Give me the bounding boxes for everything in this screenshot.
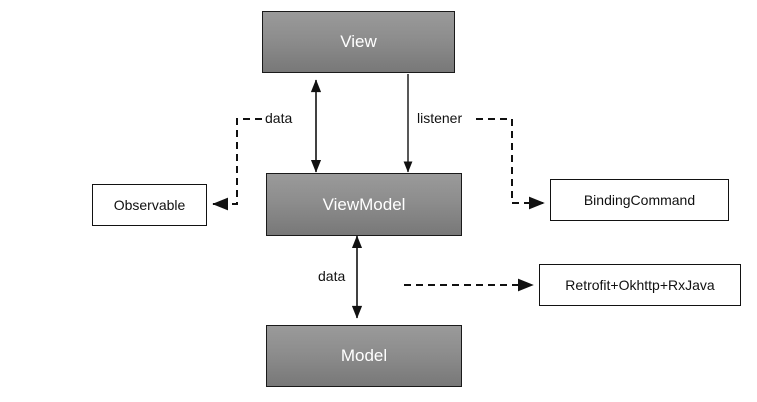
node-retrofit-label: Retrofit+Okhttp+RxJava	[565, 276, 715, 293]
node-viewmodel-label: ViewModel	[322, 194, 406, 214]
node-observable-label: Observable	[113, 196, 186, 213]
node-observable[interactable]: Observable	[92, 184, 207, 226]
node-retrofit[interactable]: Retrofit+Okhttp+RxJava	[539, 264, 741, 306]
node-view-label: View	[340, 32, 377, 52]
node-model-label: Model	[340, 346, 388, 366]
edge-data-observable	[212, 118, 262, 211]
node-view[interactable]: View	[262, 11, 455, 73]
node-bindingcommand[interactable]: BindingCommand	[550, 179, 729, 221]
edge-label-data-observable: data	[265, 110, 293, 126]
edge-listener-bindingcommand	[476, 118, 545, 210]
node-model[interactable]: Model	[266, 325, 462, 387]
node-bindingcommand-label: BindingCommand	[583, 191, 696, 208]
node-viewmodel[interactable]: ViewModel	[266, 173, 462, 236]
edge-label-data-model: data	[318, 268, 346, 284]
edge-label-listener: listener	[417, 110, 463, 126]
